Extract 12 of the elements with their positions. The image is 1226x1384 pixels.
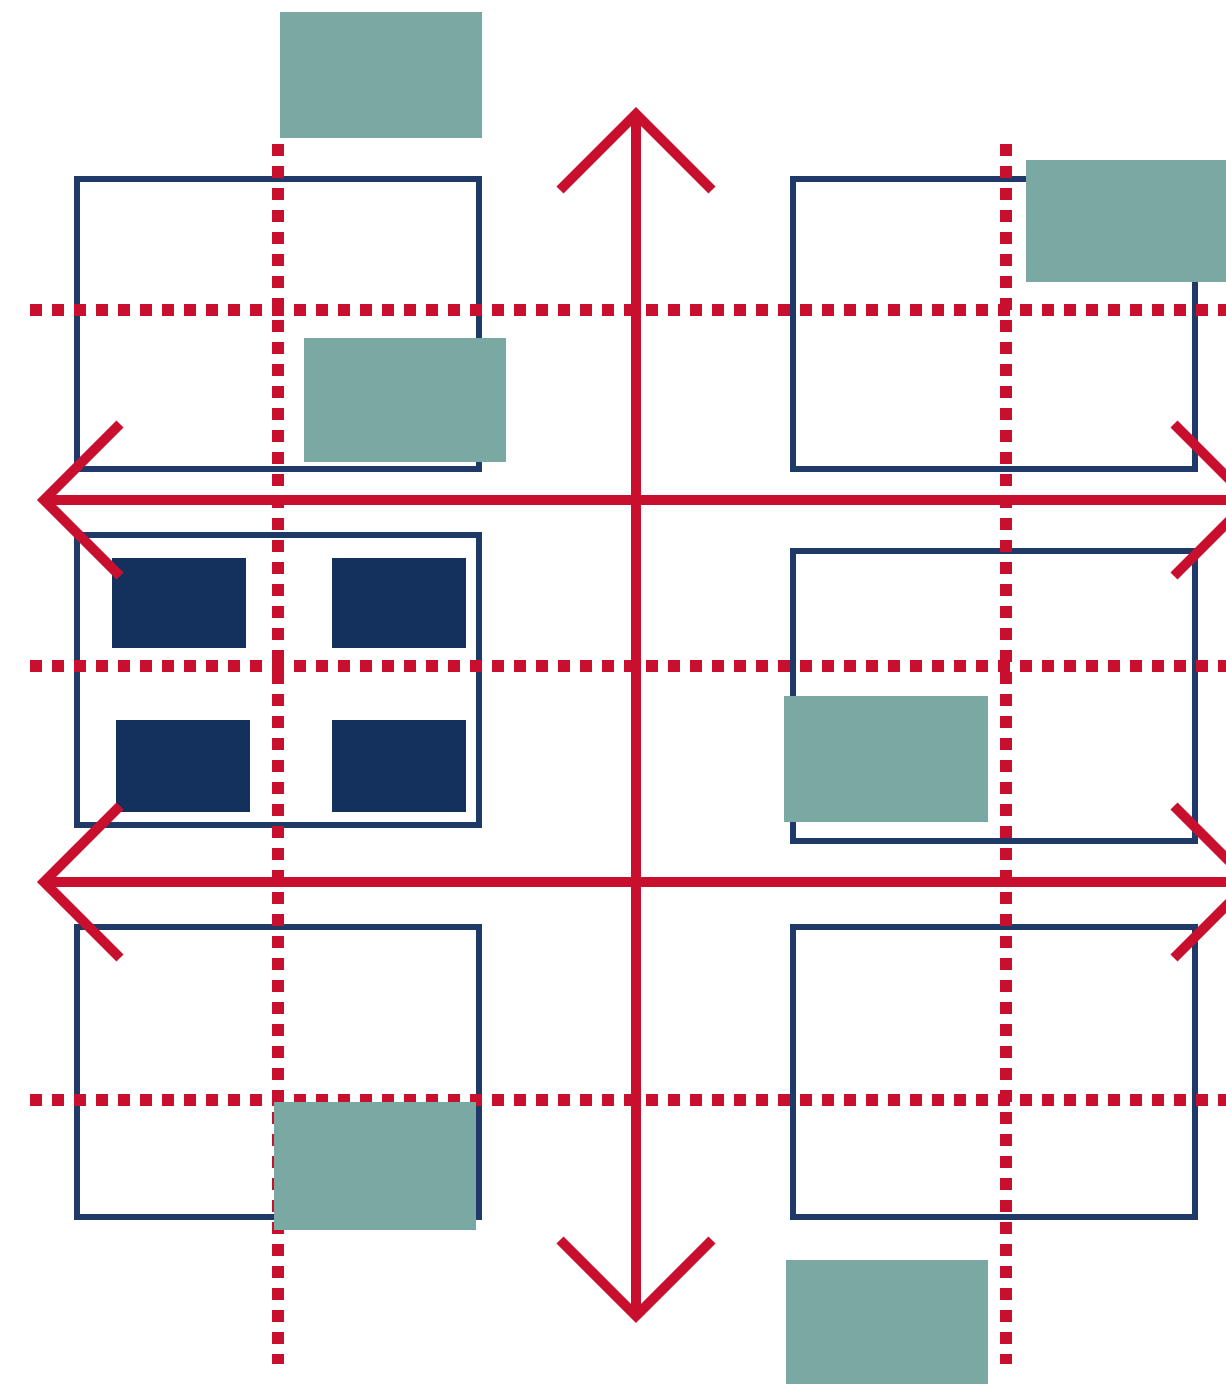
filled-rectangle	[274, 1102, 476, 1230]
outlined-box	[74, 532, 482, 828]
outlined-box	[790, 924, 1198, 1220]
filled-rectangle	[786, 1260, 988, 1384]
dark-square	[332, 558, 466, 648]
filled-rectangle	[304, 338, 506, 462]
filled-rectangle	[280, 12, 482, 138]
outlined-box	[790, 176, 1198, 472]
dark-square	[332, 720, 466, 812]
dark-square	[112, 558, 246, 648]
filled-rectangle	[1026, 160, 1226, 282]
dark-square	[116, 720, 250, 812]
